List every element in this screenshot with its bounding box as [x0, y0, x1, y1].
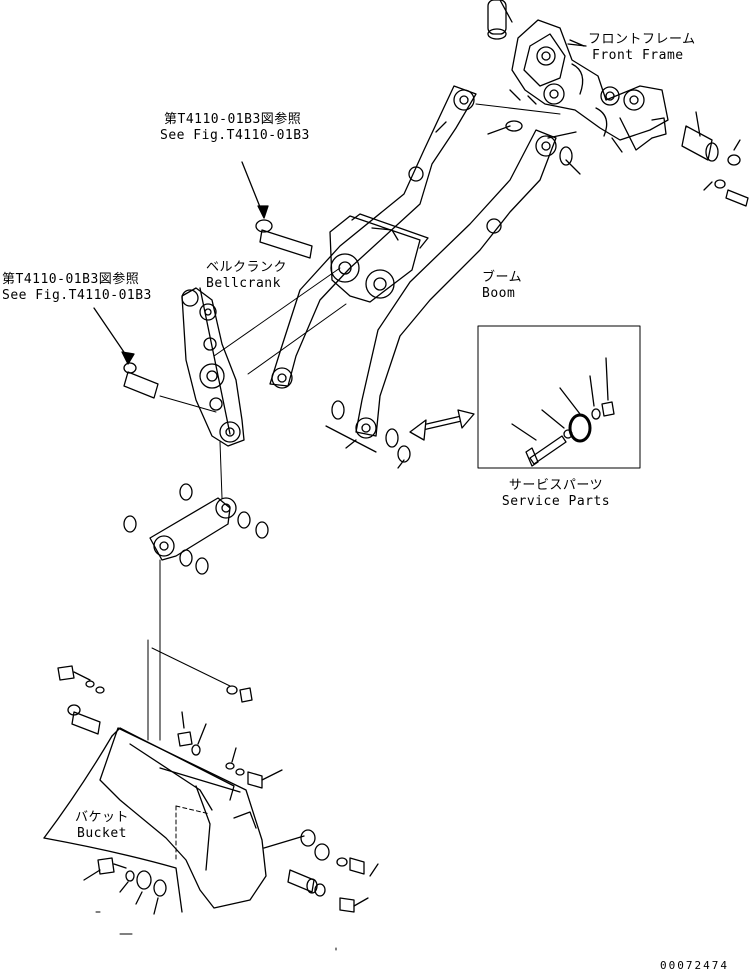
- service-parts-label-jp: サービスパーツ: [508, 478, 604, 493]
- left-reference-label: 第T4110-01B3図参照 See Fig.T4110-01B3: [2, 272, 152, 304]
- left-reference-label-en: See Fig.T4110-01B3: [2, 288, 152, 303]
- front-frame-drawing: [487, 0, 749, 207]
- bellcrank-label: ベルクランク Bellcrank: [206, 260, 287, 292]
- service-parts-label: サービスパーツ Service Parts: [494, 478, 618, 510]
- boom-drawing: [269, 85, 581, 469]
- bucket-label-en: Bucket: [77, 826, 127, 841]
- upper-reference-label: 第T4110-01B3図参照 See Fig.T4110-01B3: [160, 112, 310, 144]
- boom-label-en: Boom: [482, 286, 516, 301]
- bucket-drawing: [43, 639, 379, 951]
- upper-reference-label-en: See Fig.T4110-01B3: [160, 128, 310, 143]
- boom-label: ブーム Boom: [482, 270, 522, 302]
- bellcrank-label-en: Bellcrank: [206, 276, 281, 291]
- service-parts-inset: [409, 325, 641, 469]
- bellcrank-drawing: [93, 267, 347, 447]
- bellcrank-label-jp: ベルクランク: [206, 260, 288, 275]
- link-drawing: [123, 441, 269, 741]
- front-frame-label: フロントフレーム Front Frame: [588, 32, 696, 64]
- bucket-label-jp: バケット: [74, 810, 129, 825]
- upper-reference-label-jp: 第T4110-01B3図参照: [164, 112, 302, 127]
- left-reference-label-jp: 第T4110-01B3図参照: [2, 272, 140, 287]
- front-frame-label-jp: フロントフレーム: [588, 32, 696, 47]
- document-number: 00072474: [660, 959, 729, 972]
- boom-label-jp: ブーム: [482, 270, 523, 285]
- bucket-label: バケット Bucket: [70, 810, 134, 842]
- front-frame-label-en: Front Frame: [592, 48, 684, 63]
- upper-pin-drawing: [241, 161, 313, 259]
- service-parts-label-en: Service Parts: [501, 494, 611, 509]
